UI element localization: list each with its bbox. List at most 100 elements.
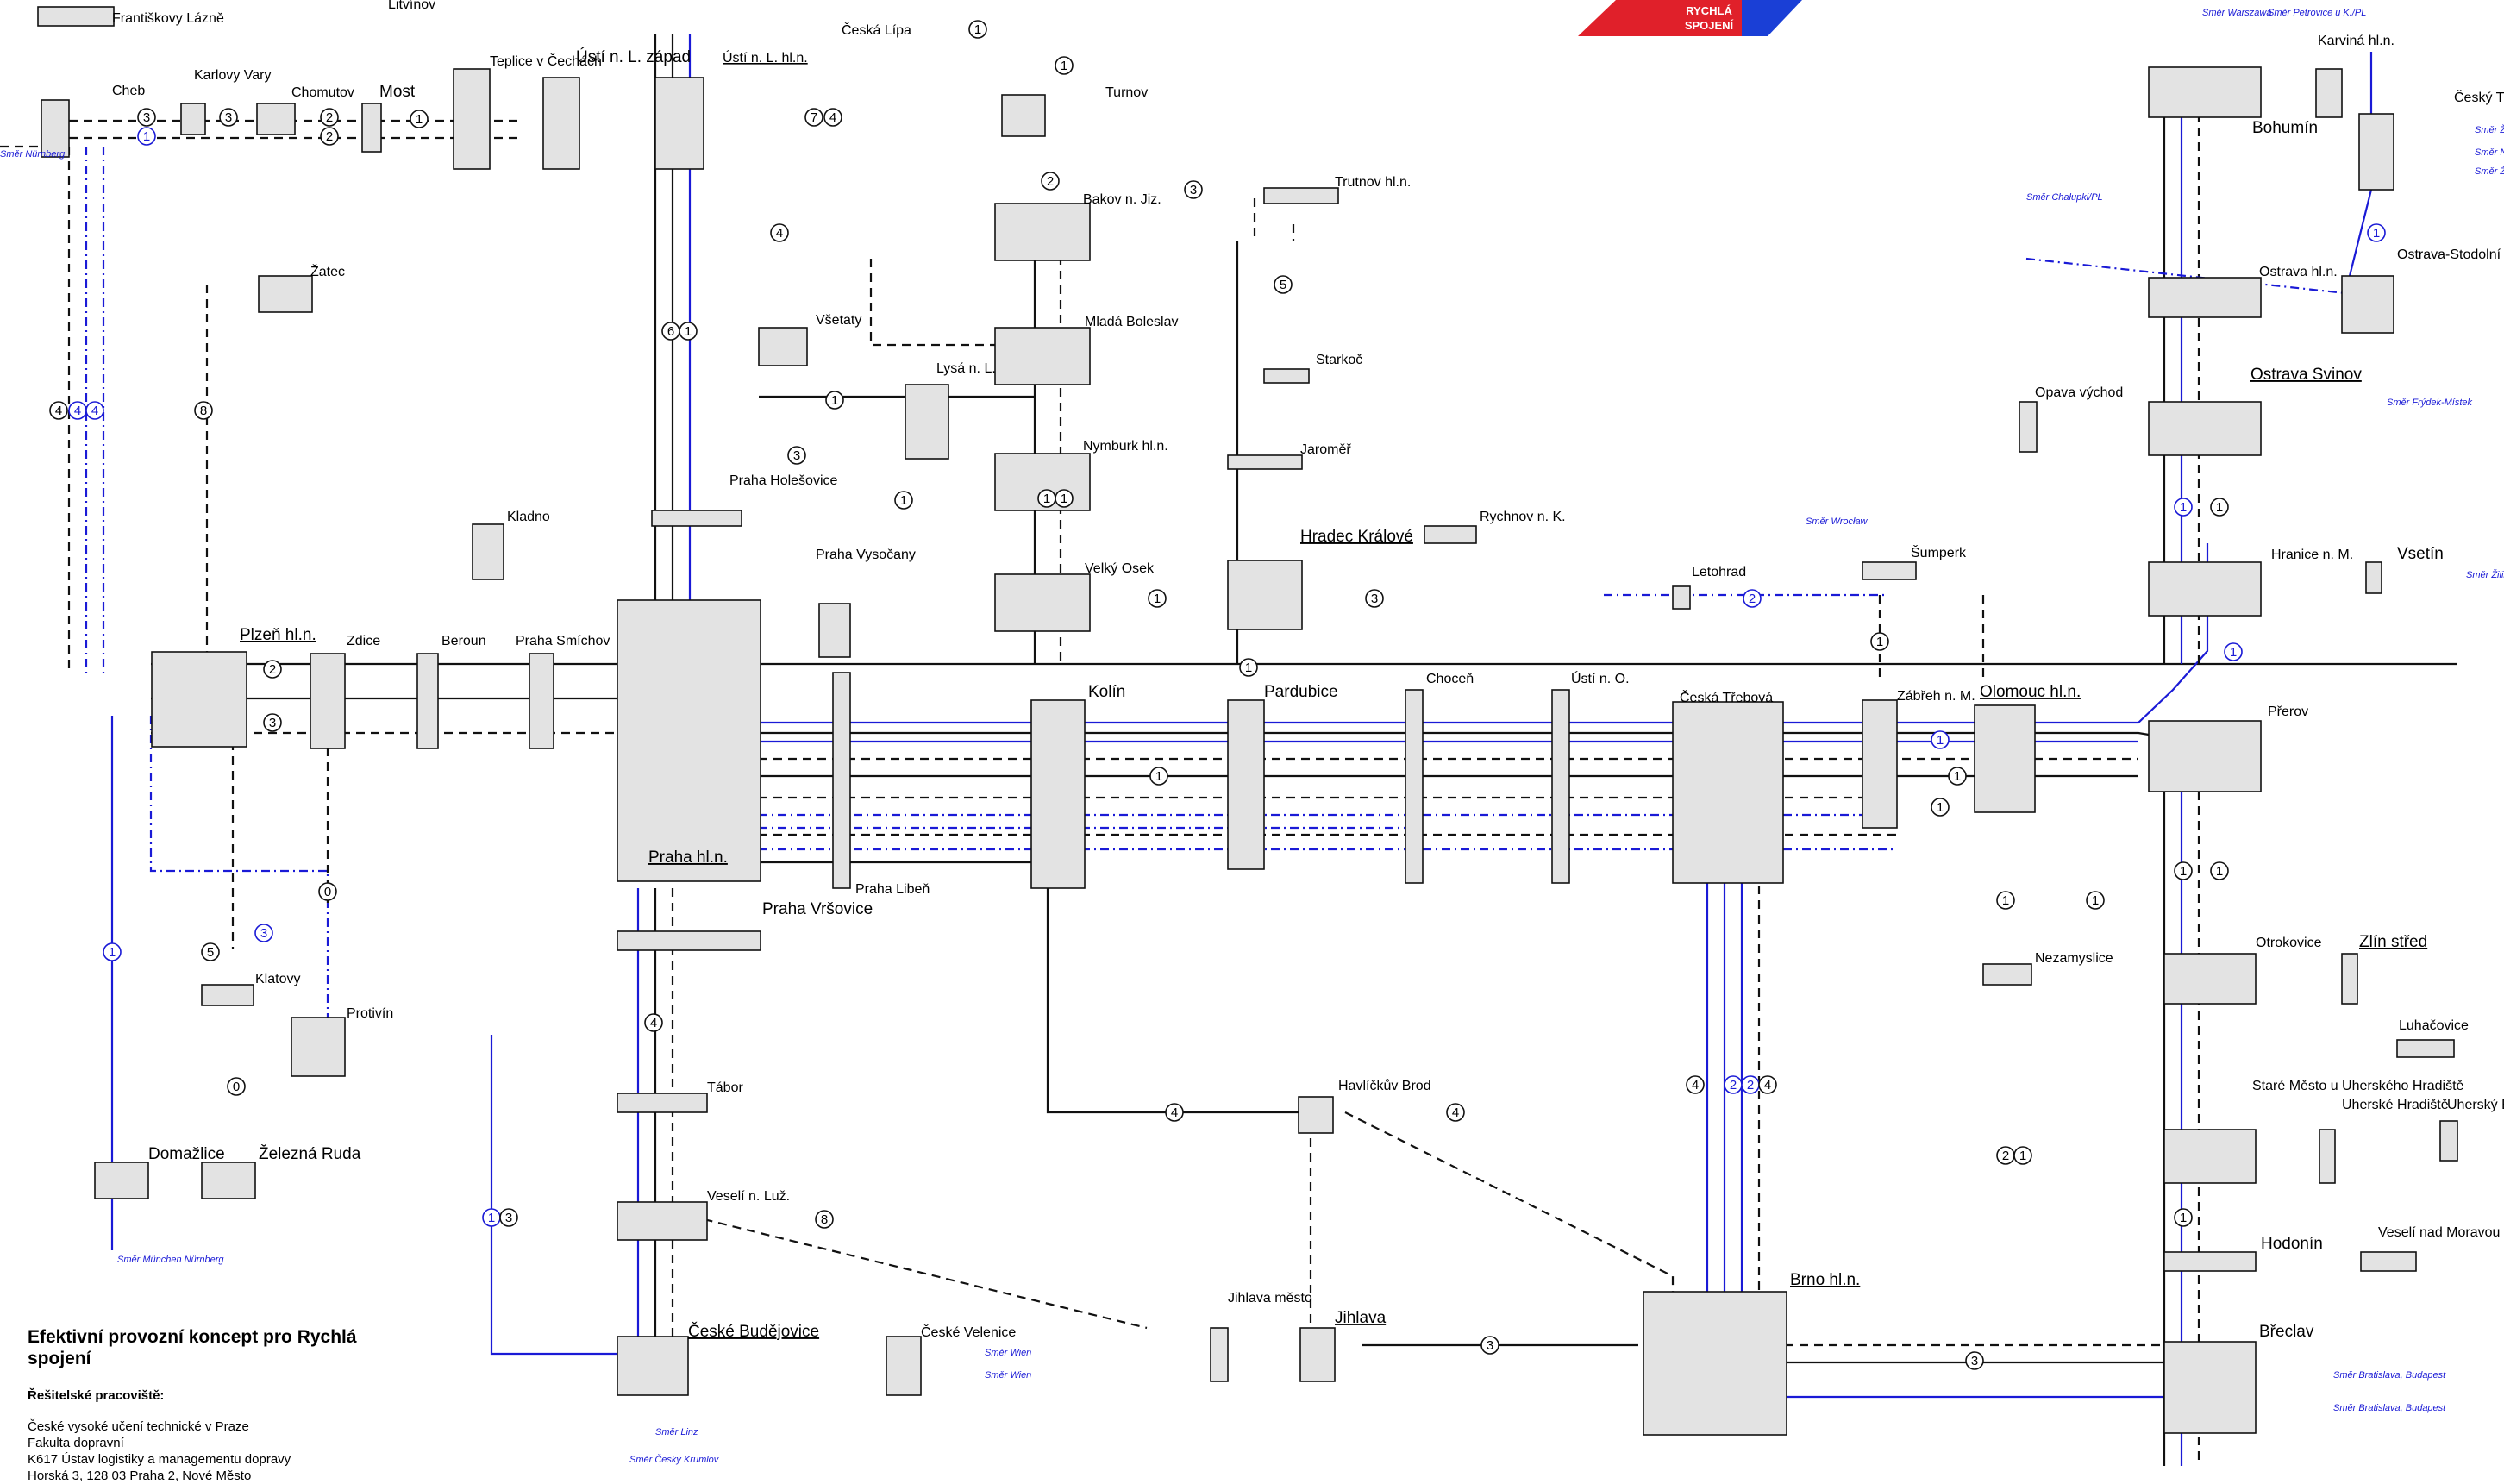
station-box-ceskatrebova[interactable] — [1672, 701, 1784, 884]
station-box-ostravahl[interactable] — [2148, 277, 2262, 318]
line-marker[interactable]: 4 — [770, 223, 789, 242]
station-box-cheb[interactable] — [41, 99, 70, 158]
line-marker[interactable]: 2 — [1724, 1075, 1743, 1094]
line-marker[interactable]: 4 — [49, 401, 68, 420]
line-marker[interactable]: 1 — [2013, 1146, 2032, 1165]
station-box-tabor[interactable] — [617, 1093, 708, 1113]
station-box-mladabol[interactable] — [994, 327, 1091, 385]
station-box-opava[interactable] — [2019, 401, 2038, 453]
line-marker[interactable]: 1 — [894, 491, 913, 510]
line-marker[interactable]: 1 — [2174, 861, 2193, 880]
line-marker[interactable]: 6 — [661, 322, 680, 341]
station-box-liben[interactable] — [832, 672, 851, 889]
line-marker[interactable]: 2 — [320, 108, 339, 127]
line-marker[interactable]: 3 — [1965, 1351, 1984, 1370]
line-marker[interactable]: 1 — [482, 1208, 501, 1227]
station-box-pardubice[interactable] — [1227, 699, 1265, 870]
station-box-brno[interactable] — [1643, 1291, 1787, 1436]
station-box-zatec[interactable] — [258, 275, 313, 313]
station-box-rychnov[interactable] — [1424, 525, 1477, 544]
station-box-otrokovice[interactable] — [2163, 953, 2257, 1005]
line-marker[interactable]: 2 — [1743, 589, 1762, 608]
line-marker[interactable]: 1 — [1931, 730, 1950, 749]
station-box-bohumin[interactable] — [2148, 66, 2262, 118]
station-box-vysocany[interactable] — [818, 603, 851, 658]
station-box-hodonin[interactable] — [2163, 1251, 2257, 1272]
station-box-most[interactable] — [361, 103, 382, 153]
station-box-hranice[interactable] — [2148, 561, 2262, 617]
line-marker[interactable]: 1 — [1037, 489, 1056, 508]
station-box-kladno[interactable] — [472, 523, 504, 580]
line-marker[interactable]: 4 — [1758, 1075, 1777, 1094]
line-marker[interactable]: 1 — [1148, 589, 1167, 608]
line-marker[interactable]: 4 — [1165, 1103, 1184, 1122]
line-marker[interactable]: 1 — [1055, 489, 1074, 508]
station-box-teplice[interactable] — [453, 68, 491, 170]
line-marker[interactable]: 1 — [1948, 767, 1967, 786]
station-box-ustio[interactable] — [1551, 689, 1570, 884]
station-box-vsetin[interactable] — [2365, 561, 2382, 594]
station-box-bakov[interactable] — [994, 203, 1091, 261]
line-marker[interactable]: 4 — [68, 401, 87, 420]
station-box-jaromer[interactable] — [1227, 454, 1303, 470]
station-box-plzen[interactable] — [151, 651, 247, 748]
station-box-vrsovice[interactable] — [617, 930, 761, 951]
line-marker[interactable]: 1 — [1239, 658, 1258, 677]
line-marker[interactable]: 8 — [815, 1210, 834, 1229]
line-marker[interactable]: 1 — [968, 20, 987, 39]
station-box-beroun[interactable] — [416, 653, 439, 749]
line-marker[interactable]: 1 — [825, 391, 844, 410]
station-box-hradec[interactable] — [1227, 560, 1303, 630]
station-box-havlickuv[interactable] — [1298, 1096, 1334, 1134]
line-marker[interactable]: 1 — [1149, 767, 1168, 786]
line-marker[interactable]: 1 — [103, 942, 122, 961]
line-marker[interactable]: 0 — [318, 882, 337, 901]
line-marker[interactable]: 2 — [1996, 1146, 2015, 1165]
station-box-velkyosek[interactable] — [994, 573, 1091, 632]
line-marker[interactable]: 2 — [320, 127, 339, 146]
station-box-zlin[interactable] — [2341, 953, 2358, 1005]
station-box-staremesto[interactable] — [2163, 1129, 2257, 1184]
line-marker[interactable]: 1 — [1996, 891, 2015, 910]
station-box-protivin[interactable] — [291, 1017, 346, 1077]
station-box-zabreh[interactable] — [1862, 699, 1898, 829]
line-marker[interactable]: 1 — [1870, 632, 1889, 651]
line-marker[interactable]: 3 — [787, 446, 806, 465]
station-box-chocen[interactable] — [1405, 689, 1424, 884]
line-marker[interactable]: 3 — [137, 108, 156, 127]
line-marker[interactable]: 4 — [823, 108, 842, 127]
line-marker[interactable]: 3 — [1480, 1336, 1499, 1355]
line-marker[interactable]: 1 — [2210, 498, 2229, 517]
station-box-nymburk[interactable] — [994, 453, 1091, 511]
line-marker[interactable]: 7 — [804, 108, 823, 127]
station-box-zeleznaruda[interactable] — [201, 1162, 256, 1199]
station-box-chomutov[interactable] — [256, 103, 296, 135]
line-marker[interactable]: 1 — [1931, 798, 1950, 817]
line-marker[interactable]: 0 — [227, 1077, 246, 1096]
station-box-starkoc[interactable] — [1263, 368, 1310, 384]
line-marker[interactable]: 4 — [85, 401, 104, 420]
line-marker[interactable]: 8 — [194, 401, 213, 420]
line-marker[interactable]: 1 — [2224, 642, 2243, 661]
station-box-klatovy[interactable] — [201, 984, 254, 1006]
station-box-budejovice[interactable] — [617, 1336, 689, 1396]
station-box-sumperk[interactable] — [1862, 561, 1917, 580]
station-box-ostravasvinov[interactable] — [2148, 401, 2262, 456]
station-box-trutnov[interactable] — [1263, 187, 1339, 204]
station-box-ceskytesin[interactable] — [2358, 113, 2394, 191]
line-marker[interactable]: 3 — [263, 713, 282, 732]
line-marker[interactable]: 1 — [2174, 498, 2193, 517]
line-marker[interactable]: 1 — [1055, 56, 1074, 75]
line-marker[interactable]: 3 — [499, 1208, 518, 1227]
line-marker[interactable]: 5 — [201, 942, 220, 961]
line-marker[interactable]: 1 — [2086, 891, 2105, 910]
line-marker[interactable]: 1 — [2367, 223, 2386, 242]
line-marker[interactable]: 3 — [1365, 589, 1384, 608]
line-marker[interactable]: 2 — [263, 660, 282, 679]
station-box-olomouc[interactable] — [1974, 704, 2036, 813]
station-box-velenice[interactable] — [886, 1336, 922, 1396]
line-marker[interactable]: 3 — [219, 108, 238, 127]
station-box-holesovice[interactable] — [651, 510, 742, 527]
line-marker[interactable]: 2 — [1741, 1075, 1760, 1094]
station-box-jihlava[interactable] — [1299, 1327, 1336, 1382]
